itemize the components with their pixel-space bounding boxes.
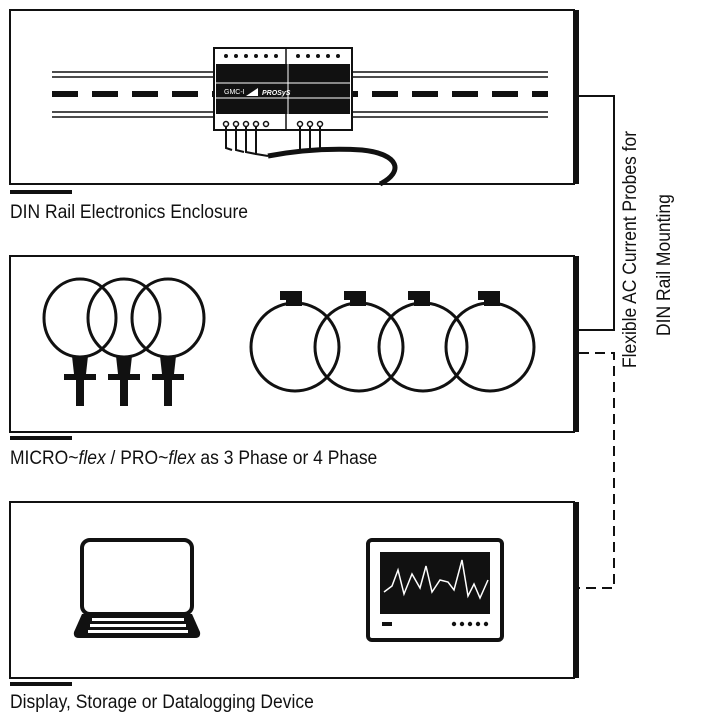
caption-part-italic: flex — [168, 448, 196, 469]
caption-underline — [10, 682, 72, 686]
laptop-icon — [73, 538, 201, 638]
micro-flex-handles — [64, 356, 184, 406]
connector-solid — [579, 95, 615, 331]
product-logo: PROSyS — [262, 90, 291, 97]
devices-panel — [9, 501, 579, 679]
side-label-line1: Flexible AC Current Probes for — [620, 130, 641, 368]
caption-part: MICRO~ — [10, 448, 79, 469]
terminal-screws-bottom — [222, 120, 324, 128]
din-rail-panel: GMC-I PROSyS — [9, 9, 579, 187]
connector-dashed — [579, 352, 615, 589]
terminal-screws-top — [224, 54, 340, 58]
panel-caption-din-rail: DIN Rail Electronics Enclosure — [10, 202, 249, 223]
caption-underline — [10, 190, 72, 194]
caption-part: as 3 Phase or 4 Phase — [195, 448, 378, 469]
side-label-line2: DIN Rail Mounting — [654, 194, 675, 336]
din-enclosure-module: GMC-I PROSyS — [213, 47, 353, 131]
caption-part: / PRO~ — [105, 448, 169, 469]
side-label: Flexible AC Current Probes for DIN Rail … — [598, 30, 698, 370]
probe-wires — [225, 127, 398, 187]
monitor-icon — [366, 538, 504, 642]
brand-logo: GMC-I — [224, 89, 245, 96]
panel-caption-display: Display, Storage or Datalogging Device — [10, 692, 314, 713]
pro-flex-clasps — [280, 291, 500, 306]
probes-panel — [9, 255, 579, 433]
caption-part-italic: flex — [78, 448, 106, 469]
caption-underline — [10, 436, 72, 440]
logo-triangle — [246, 88, 258, 96]
panel-caption-probes: MICRO~flex / PRO~flex as 3 Phase or 4 Ph… — [10, 448, 377, 470]
